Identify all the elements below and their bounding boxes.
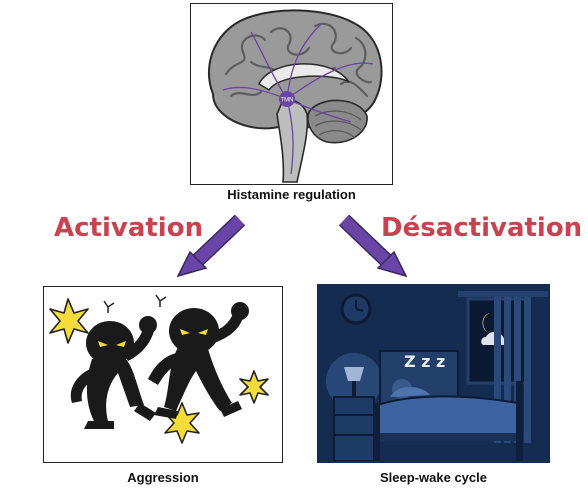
activation-label: Activation bbox=[54, 213, 204, 243]
desactivation-label: Désactivation bbox=[381, 213, 583, 243]
sleep-panel: Z z z bbox=[317, 284, 550, 463]
tmn-label: TMN bbox=[281, 98, 294, 104]
brain-illustration: TMN bbox=[208, 9, 383, 183]
aggression-panel bbox=[43, 286, 283, 463]
histamine-regulation-caption: Histamine regulation bbox=[227, 187, 356, 202]
aggression-caption: Aggression bbox=[127, 470, 199, 485]
brain-panel: TMN bbox=[190, 3, 393, 185]
sleep-wake-caption: Sleep-wake cycle bbox=[380, 470, 487, 485]
fighting-figures-illustration bbox=[49, 294, 269, 444]
night-bedroom-illustration: Z z z bbox=[318, 285, 548, 461]
sleep-zzz-text: Z z z bbox=[404, 352, 445, 371]
